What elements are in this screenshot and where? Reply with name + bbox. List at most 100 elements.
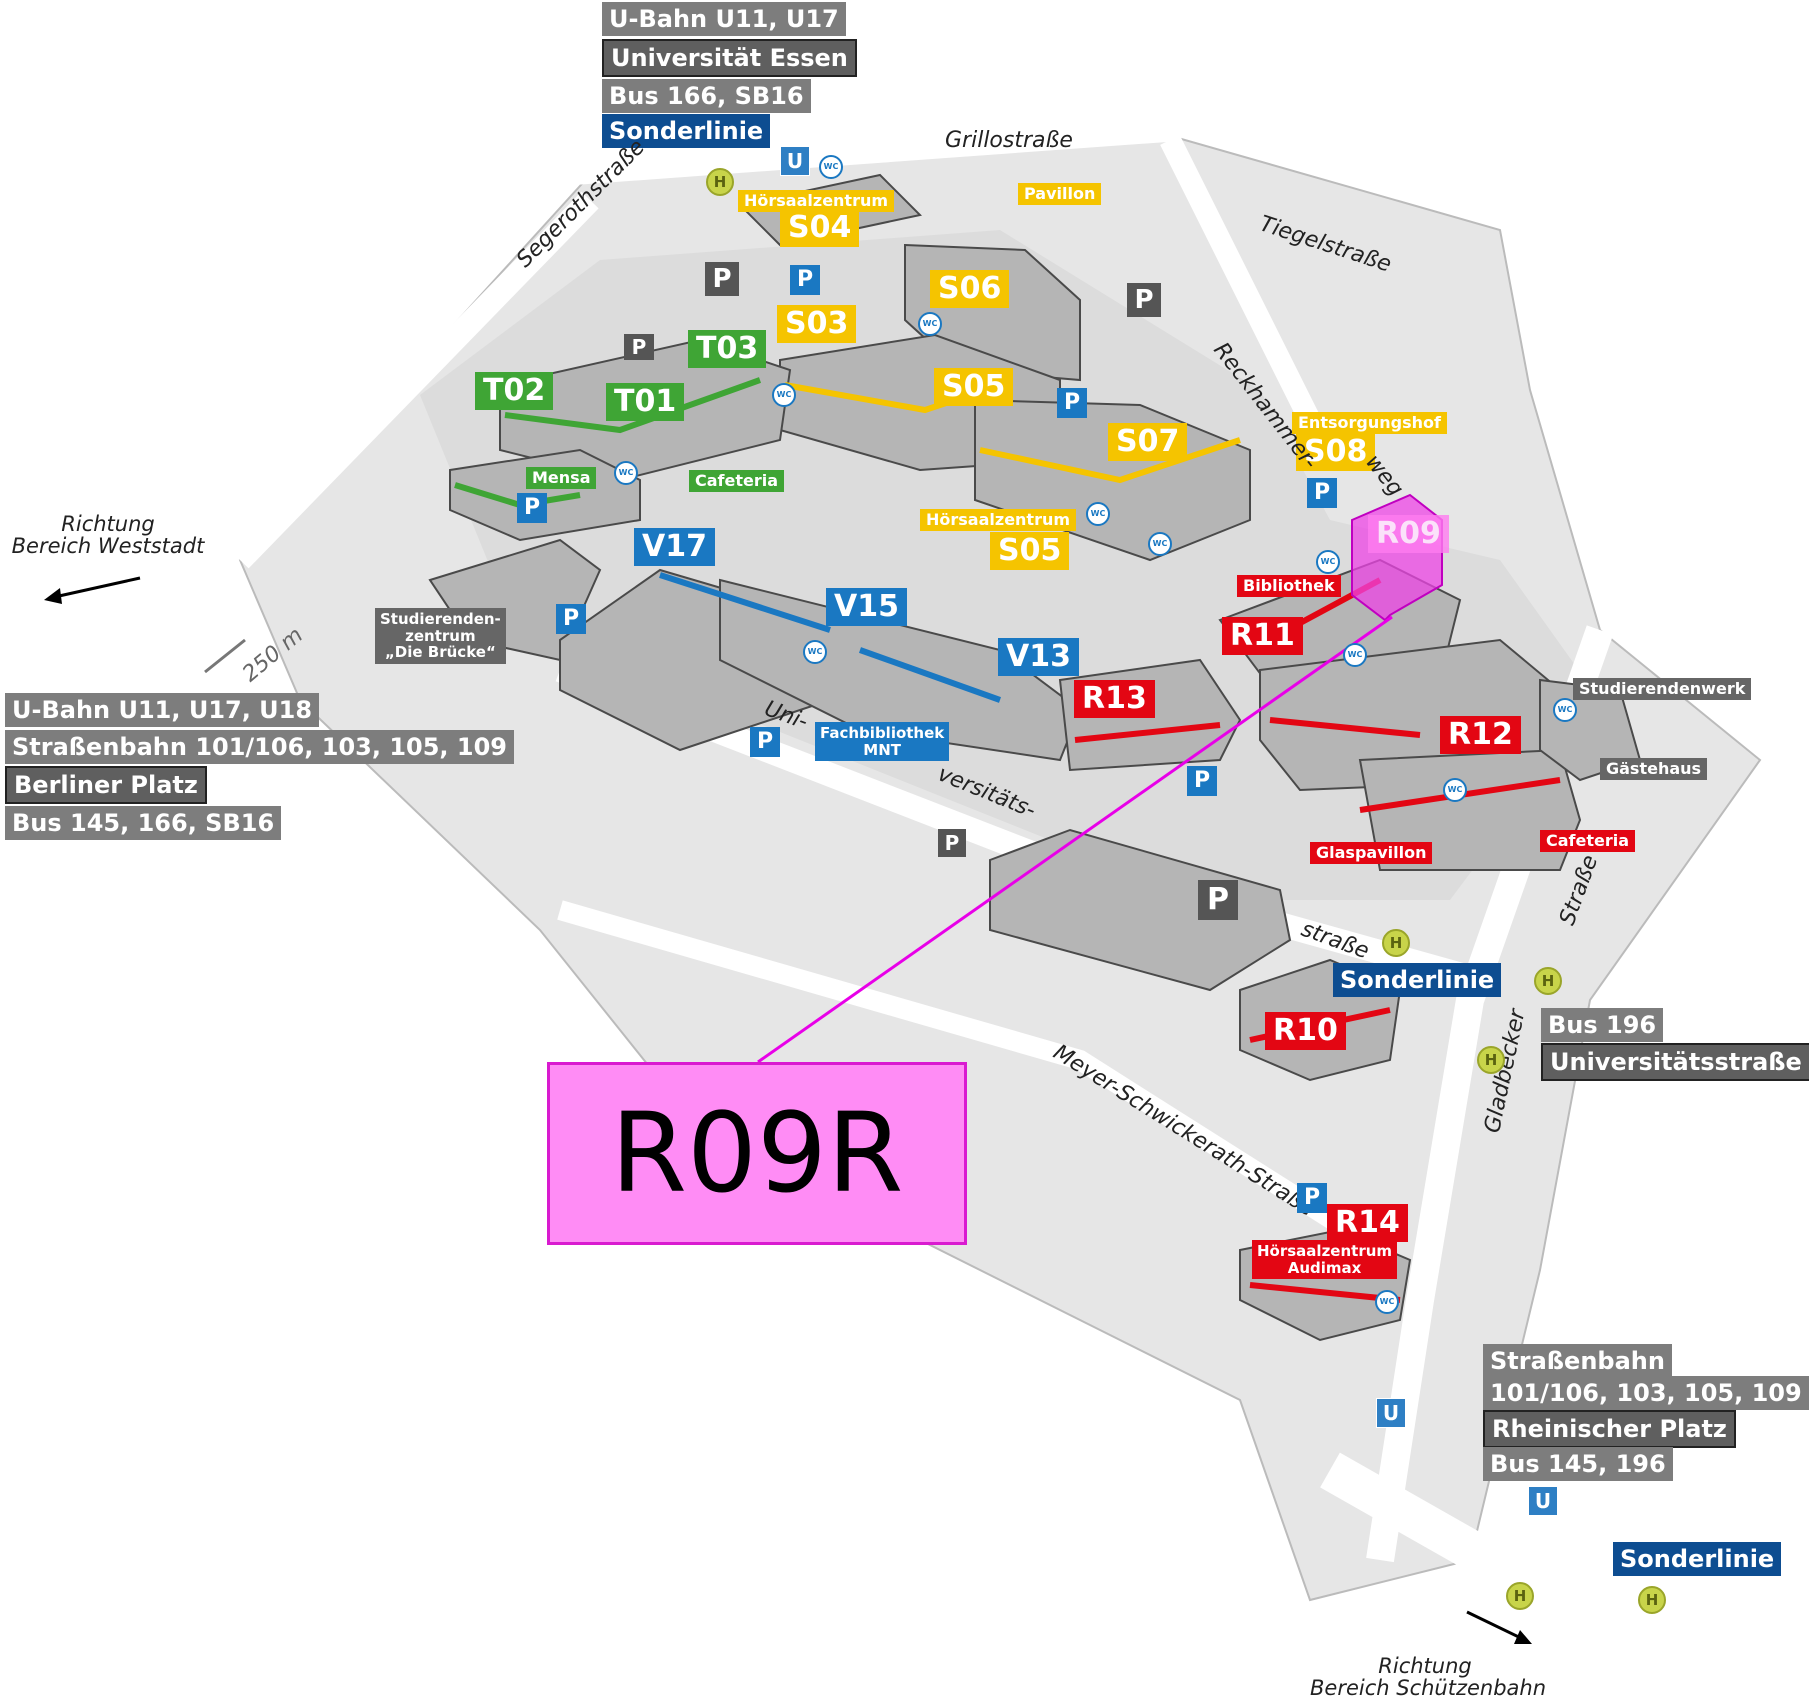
wc-icon: WC [1375, 1290, 1399, 1314]
bus-stop-icon: H [1477, 1046, 1505, 1074]
building-label-t02[interactable]: T02 [475, 372, 554, 410]
building-label-r10[interactable]: R10 [1265, 1012, 1346, 1050]
direction-west-line2: Bereich Weststadt [11, 534, 205, 559]
label-glaspavillon: Glaspavillon [1310, 842, 1433, 864]
building-label-s04[interactable]: S04 [780, 209, 860, 247]
transit-top-sonderlinie: Sonderlinie [602, 114, 771, 148]
building-label-s05[interactable]: S05 [934, 368, 1014, 406]
wc-icon: WC [1148, 532, 1172, 556]
parking-icon: P [790, 265, 820, 295]
road-grillostrasse [559, 119, 1181, 186]
label-hoersaalzentrum-top: Hörsaalzentrum [738, 190, 895, 212]
transit-br-bus: Bus 145, 196 [1483, 1447, 1673, 1481]
parking-icon: P [556, 604, 586, 634]
building-label-s07[interactable]: S07 [1108, 423, 1188, 461]
label-pavillon: Pavillon [1018, 183, 1102, 205]
parking-icon: P [1297, 1183, 1327, 1213]
building-label-r09[interactable]: R09 [1368, 515, 1449, 553]
building-label-t01[interactable]: T01 [606, 383, 685, 421]
label-hoersaalzentrum-s05: Hörsaalzentrum [920, 509, 1077, 531]
direction-west-line1: Richtung [61, 512, 155, 536]
transit-sonderlinie-mid: Sonderlinie [1333, 963, 1502, 997]
building-label-s03[interactable]: S03 [777, 305, 857, 343]
arrow-distance [204, 638, 246, 674]
label-fachbibliothek: Fachbibliothek MNT [815, 722, 950, 761]
wc-icon: WC [918, 312, 942, 336]
parking-garage-icon: P [1198, 880, 1238, 920]
direction-south-line2: Bereich Schützenbahn [1310, 1676, 1547, 1701]
transit-left-bus: Bus 145, 166, SB16 [5, 806, 282, 840]
building-label-v17[interactable]: V17 [634, 528, 715, 566]
transit-left-stop: Berliner Platz [5, 766, 207, 804]
parking-icon: P [1307, 478, 1337, 508]
transit-sonderlinie-bottom: Sonderlinie [1613, 1542, 1782, 1576]
label-cafeteria-r: Cafeteria [1540, 830, 1636, 852]
transit-right-stop: Universitätsstraße [1541, 1043, 1809, 1081]
transit-br-lines: 101/106, 103, 105, 109 [1483, 1376, 1809, 1410]
building-label-v15[interactable]: V15 [826, 588, 907, 626]
parking-lot-icon: P [938, 829, 966, 857]
transit-left-ubahn: U-Bahn U11, U17, U18 [5, 693, 320, 727]
bus-stop-icon: H [1534, 967, 1562, 995]
parking-lot-icon: P [624, 334, 654, 360]
ubahn-icon: U [1376, 1398, 1406, 1428]
bus-stop-icon: H [706, 168, 734, 196]
building-label-s06[interactable]: S06 [930, 270, 1010, 308]
label-entsorgungshof: Entsorgungshof [1292, 412, 1447, 434]
stripe-r13 [1074, 722, 1221, 743]
direction-west: Richtung Bereich Weststadt [8, 513, 208, 557]
bus-stop-icon: H [1382, 929, 1410, 957]
wc-icon: WC [1316, 550, 1340, 574]
label-fachbibliothek-line1: Fachbibliothek [820, 724, 945, 742]
building-label-v13[interactable]: V13 [998, 638, 1079, 676]
label-audimax-line1: Hörsaalzentrum [1257, 1242, 1393, 1260]
transit-br-tram: Straßenbahn [1483, 1344, 1672, 1378]
building-label-s05-hsz[interactable]: S05 [990, 532, 1070, 570]
wc-icon: WC [1343, 643, 1367, 667]
label-cafeteria-t: Cafeteria [689, 470, 785, 492]
transit-top-ubahn: U-Bahn U11, U17 [602, 2, 846, 36]
parking-icon: P [1057, 388, 1087, 418]
stripe-v17 [659, 572, 831, 633]
parking-lot-icon: P [1127, 283, 1161, 317]
building-label-r13[interactable]: R13 [1074, 680, 1155, 718]
stripe-r12 [1269, 717, 1421, 738]
arrow-west [49, 576, 141, 600]
label-studierendenwerk: Studierendenwerk [1573, 678, 1752, 700]
building-label-r12[interactable]: R12 [1440, 716, 1521, 754]
building-label-s08[interactable]: S08 [1296, 433, 1376, 471]
label-audimax-line2: Audimax [1287, 1258, 1362, 1277]
label-mensa: Mensa [526, 467, 597, 489]
street-grillostrasse: Grillostraße [945, 128, 1073, 153]
transit-left-tram: Straßenbahn 101/106, 103, 105, 109 [5, 730, 514, 764]
bus-stop-icon: H [1638, 1586, 1666, 1614]
label-audimax: Hörsaalzentrum Audimax [1252, 1240, 1398, 1279]
building-label-r14[interactable]: R14 [1327, 1204, 1408, 1242]
label-fachbibliothek-line2: MNT [863, 740, 901, 759]
parking-icon: P [1187, 766, 1217, 796]
highlight-leader-line [757, 615, 1393, 1064]
block-parkhaus [989, 828, 1292, 992]
label-gaestehaus: Gästehaus [1600, 758, 1708, 780]
transit-right-bus: Bus 196 [1541, 1008, 1664, 1042]
stripe-t [504, 377, 762, 434]
building-label-r11[interactable]: R11 [1222, 617, 1303, 655]
arrow-south-head [1514, 1630, 1532, 1644]
road-meyer-schwickerath [557, 900, 1386, 1259]
stripe-s07 [979, 437, 1241, 484]
label-studierendenzentrum-line1: Studierenden- [380, 610, 501, 628]
stripe-v15 [858, 647, 1002, 703]
wc-icon: WC [1086, 502, 1110, 526]
transit-br-stop: Rheinischer Platz [1483, 1410, 1736, 1448]
parking-icon: P [517, 493, 547, 523]
wc-icon: WC [803, 640, 827, 664]
wc-icon: WC [1553, 698, 1577, 722]
highlight-room-label: R09R [547, 1062, 967, 1245]
tram-track-south [1320, 1452, 1710, 1698]
building-label-t03[interactable]: T03 [688, 330, 767, 368]
transit-top-stop: Universität Essen [602, 39, 857, 77]
wc-icon: WC [772, 383, 796, 407]
parking-icon: P [750, 727, 780, 757]
ubahn-icon: U [780, 146, 810, 176]
arrow-west-head [44, 588, 62, 604]
